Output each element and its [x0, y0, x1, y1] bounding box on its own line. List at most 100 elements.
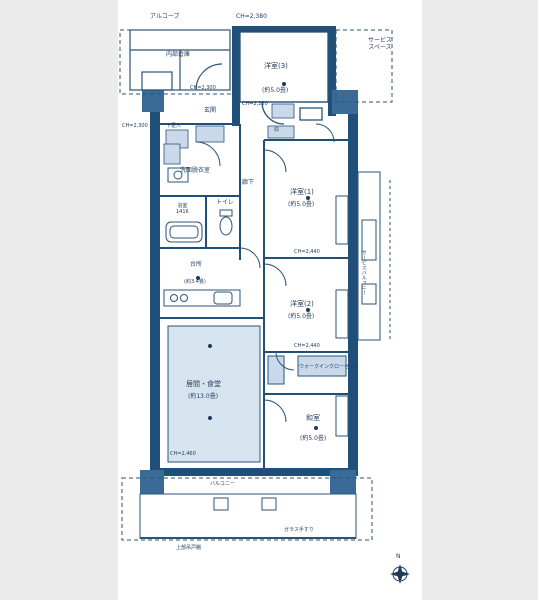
label-western3-name: 洋室(3) [264, 62, 288, 70]
label-japanese-size: (約5.0畳) [300, 435, 327, 442]
label-service-space: サービス スペース [368, 37, 393, 51]
door-swing-western3 [261, 101, 285, 125]
label-toilet: トイレ [216, 199, 235, 206]
door-swing-walkin [275, 351, 295, 371]
label-storage: 収 [274, 127, 280, 133]
compass-icon [390, 564, 410, 584]
wall-right [348, 90, 358, 475]
label-kitchen-size: (約3.4畳) [184, 279, 206, 285]
label-compass-north: N [396, 553, 401, 560]
pillar-top-left [142, 90, 164, 112]
room-western3 [239, 31, 329, 125]
washbasin [167, 167, 189, 183]
balcony-unit-2 [261, 497, 277, 511]
pillars [140, 90, 358, 494]
label-ch-living: CH=2,460 [170, 451, 196, 457]
door-swing-entrance [195, 141, 221, 167]
dashed-outlines [119, 29, 393, 103]
closet-corridor [267, 125, 295, 139]
pillar-bottom-right [330, 470, 356, 494]
label-balcony: バルコニー [210, 481, 235, 487]
label-ch-hall: CH=2,230 [242, 101, 268, 107]
label-western2-name: 洋室(2) [290, 300, 314, 308]
toilet-tank [219, 209, 233, 217]
door-swing-kitchen [239, 247, 261, 269]
service-balcony-unit2 [361, 283, 377, 305]
dashed-alcove [119, 29, 239, 95]
door-swing-japanese [263, 399, 287, 423]
service-balcony [357, 171, 381, 341]
living-floor [167, 325, 261, 463]
balcony-outline [139, 493, 357, 539]
label-bath: 浴室 1416 [176, 203, 189, 215]
label-ceiling-left: アルコーブ [150, 13, 180, 20]
door-swings [195, 123, 335, 423]
marker-western3 [282, 82, 286, 86]
exterior-walls [150, 26, 358, 476]
wash-unit [163, 143, 181, 165]
floor-plan-paper [118, 0, 422, 600]
label-western1-name: 洋室(1) [290, 188, 314, 196]
label-shoebox: 下足入 [166, 123, 182, 129]
label-western1-size: (約5.0畳) [288, 201, 315, 208]
wall-bottom [150, 468, 358, 476]
wall-top [236, 26, 332, 32]
label-storage-left: 内部倉庫 [166, 51, 191, 58]
label-ch-west2: CH=2,440 [294, 343, 320, 349]
label-hallway: 廊下 [242, 179, 255, 186]
label-japanese-name: 和室 [306, 414, 320, 422]
label-wash: 洗面脱衣室 [180, 167, 211, 174]
label-living-name: 居間・食堂 [186, 380, 221, 388]
marker-kitchen [196, 276, 200, 280]
marker-living-2 [208, 416, 212, 420]
closet-western3 [299, 107, 323, 121]
bathtub [165, 221, 203, 243]
balcony-unit-1 [213, 497, 229, 511]
door-swing-western1 [263, 149, 287, 173]
interior-walls [160, 123, 348, 468]
marker-western2 [306, 308, 310, 312]
door-swing-alcove [195, 63, 223, 91]
marker-living-1 [208, 344, 212, 348]
entrance-area [163, 103, 295, 165]
service-balcony-unit [361, 219, 377, 261]
label-ch-entr: CH=2,300 [190, 85, 216, 91]
walkin-outline [297, 355, 347, 377]
label-ch-left: CH=2,300 [122, 123, 148, 129]
marker-western1 [306, 196, 310, 200]
storage-box [141, 71, 173, 91]
label-ceiling-mid: CH=2,380 [236, 13, 267, 20]
kitchen-fixtures [163, 247, 261, 307]
label-western2-size: (約5.0畳) [288, 313, 315, 320]
alcove-area [129, 29, 231, 91]
washbasin-bowl [173, 170, 183, 180]
label-kitchen-name: 台所 [190, 261, 203, 268]
label-bottom-note: ガラス手すり [284, 527, 314, 533]
closet-hall [271, 103, 295, 119]
wall-top-right-of-room3 [328, 26, 336, 116]
stove-burner-1 [170, 294, 178, 302]
label-ch-west1: CH=2,440 [294, 249, 320, 255]
balcony [139, 493, 357, 539]
marker-japanese [314, 426, 318, 430]
wardrobe-japanese [335, 395, 349, 437]
wardrobes [335, 195, 349, 437]
room-markers [196, 82, 318, 430]
bathtub-inner [169, 225, 199, 239]
balcony-dashed [121, 477, 373, 541]
dashed-service [335, 29, 393, 103]
toilet-bowl [219, 216, 233, 236]
pillar-bottom-left [140, 470, 164, 494]
label-entrance: 玄関 [204, 107, 217, 114]
label-walkin: ウォークインクローゼット [299, 364, 360, 370]
stove-burner-2 [180, 294, 188, 302]
label-western3-size: (約5.0畳) [262, 87, 289, 94]
entrance-floor [195, 125, 225, 143]
wardrobe-western2 [335, 289, 349, 339]
label-balcony-note: 上部吊戸棚 [176, 545, 202, 551]
label-living-size: (約13.0畳) [188, 393, 219, 400]
service-balcony-outline [357, 171, 381, 341]
kitchen-counter [163, 289, 241, 307]
